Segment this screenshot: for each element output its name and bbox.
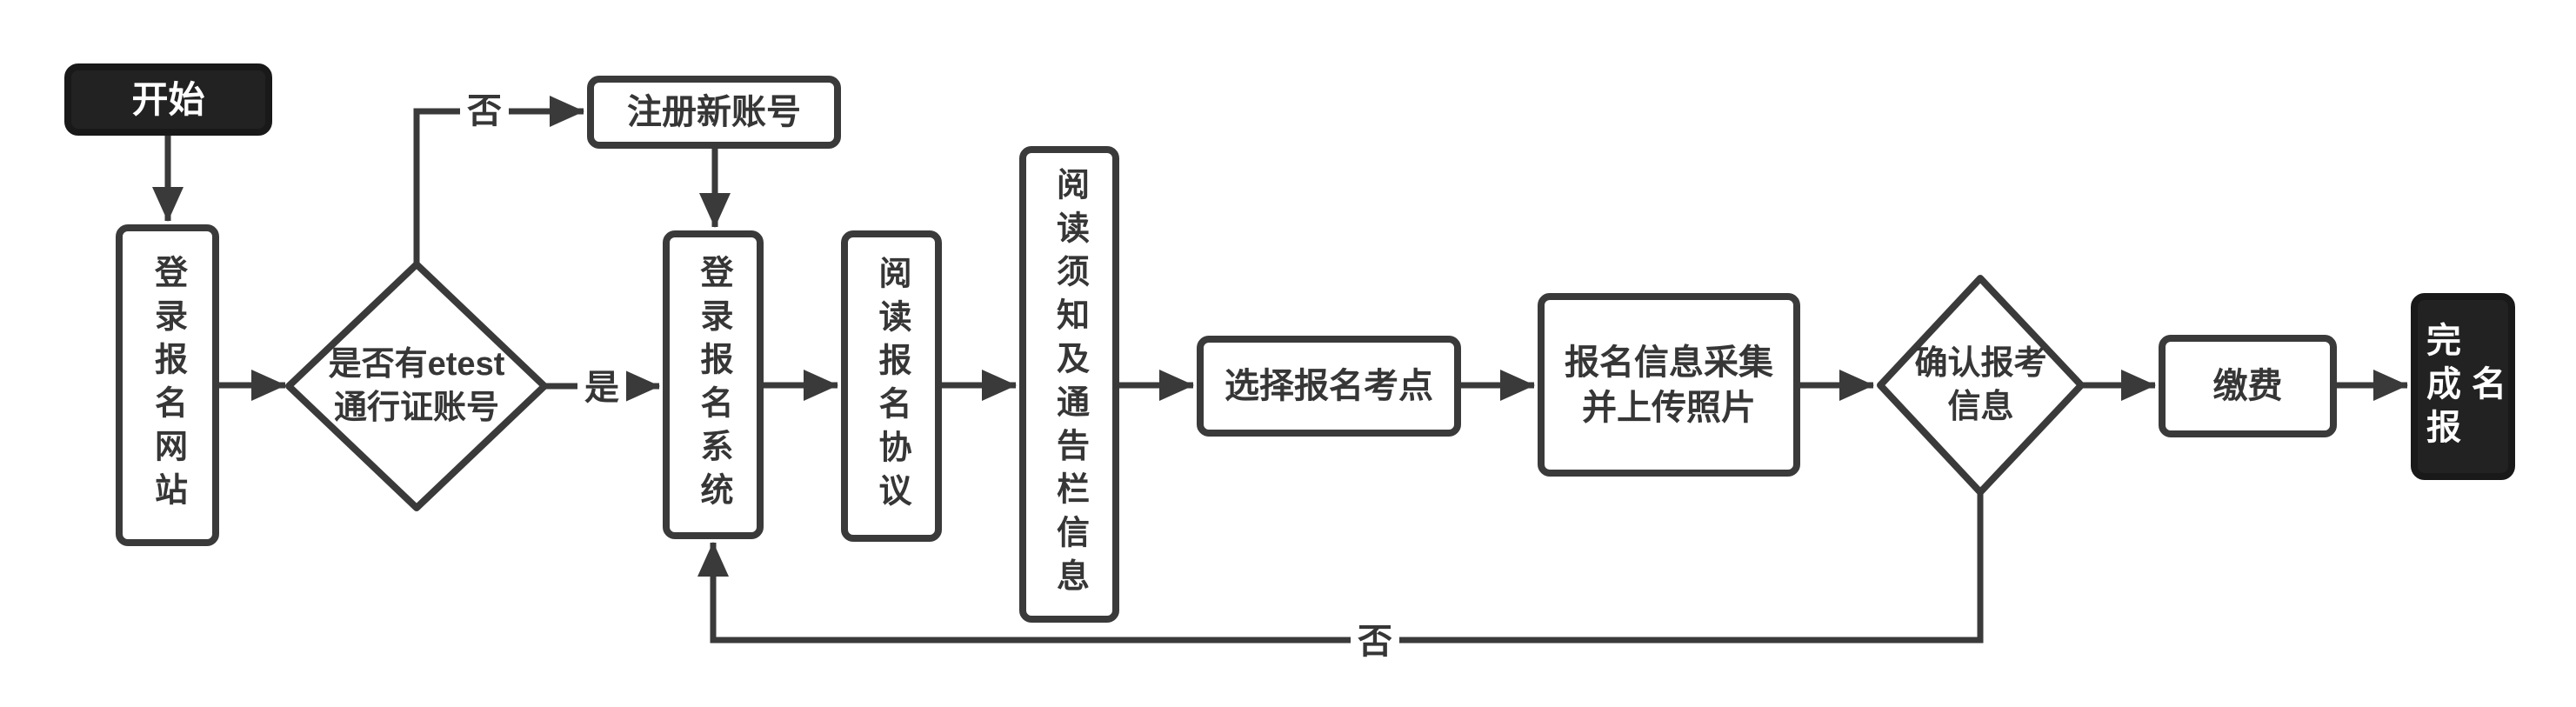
node-read-notice: 阅读须知及通告栏信息 [1019, 146, 1119, 623]
edge-label-no-top: 否 [460, 92, 509, 130]
node-login-system: 登录报名系统 [663, 230, 764, 539]
edge-confirm-no-loop [697, 492, 1984, 644]
node-login-site: 登录报名网站 [116, 224, 219, 546]
node-choose-exam-site: 选择报名考点 [1197, 336, 1461, 437]
decision-label-has-account: 是否有etest 通行证账号 [328, 346, 505, 426]
edge-label-yes: 是 [577, 369, 626, 407]
node-start: 开始 [64, 63, 272, 136]
node-collect-info-upload-photo: 报名信息采集 并上传照片 [1538, 293, 1800, 477]
edge-label-no-bottom: 否 [1351, 623, 1399, 661]
decision-label-confirm-info: 确认报考 信息 [1914, 345, 2047, 425]
decision-diamond-confirm-info [1877, 275, 2085, 496]
edge-decision-no-to-register [413, 96, 584, 264]
node-register-new-account: 注册新账号 [587, 76, 841, 149]
node-pay-fee: 缴费 [2159, 335, 2337, 437]
decision-diamond-has-account [285, 261, 548, 511]
node-finish-registration: 完成报名 [2411, 293, 2515, 480]
node-read-agreement: 阅读报名协议 [841, 230, 942, 542]
